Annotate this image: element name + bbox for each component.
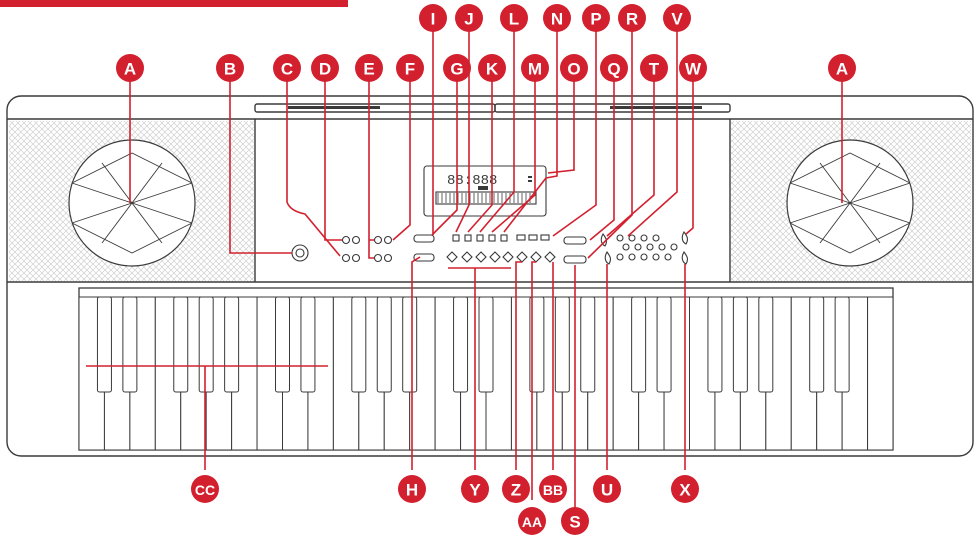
black-key: [351, 296, 367, 393]
black-key: [122, 296, 138, 393]
callout-bb: BB: [539, 475, 567, 503]
black-key: [809, 296, 825, 393]
svg-text:U: U: [601, 481, 613, 500]
svg-text:F: F: [405, 60, 415, 79]
callout-w: W: [679, 54, 707, 82]
callout-badges: A B C D E F G I J K L M N O P Q R T V W A CC H Y Z BB U X AA S: [116, 4, 856, 535]
svg-text:CC: CC: [195, 482, 215, 498]
callout-x: X: [671, 475, 699, 503]
svg-text:W: W: [685, 60, 702, 79]
svg-text:A: A: [836, 60, 848, 79]
svg-text:L: L: [509, 10, 519, 29]
callout-i: I: [419, 4, 447, 32]
svg-text:N: N: [551, 10, 563, 29]
callout-g: G: [443, 54, 471, 82]
piano-keys: [78, 287, 894, 451]
black-key: [224, 296, 240, 393]
leader-lines: [86, 28, 843, 510]
black-key: [453, 296, 469, 393]
callout-p: P: [582, 4, 610, 32]
svg-text:A: A: [124, 60, 136, 79]
svg-text:Z: Z: [511, 481, 521, 500]
svg-text:E: E: [363, 60, 374, 79]
black-key: [96, 296, 112, 393]
callout-o: O: [560, 54, 588, 82]
black-key: [529, 296, 545, 393]
black-key: [402, 296, 418, 393]
black-key: [732, 296, 748, 393]
svg-text:V: V: [671, 10, 683, 29]
black-key: [631, 296, 647, 393]
callout-b: B: [216, 54, 244, 82]
callout-speaker-right: A: [828, 54, 856, 82]
black-key: [478, 296, 494, 393]
svg-text:R: R: [626, 10, 638, 29]
black-key: [300, 296, 316, 393]
white-key: [867, 296, 894, 451]
svg-text:J: J: [464, 10, 473, 29]
callout-cc: CC: [191, 475, 219, 503]
svg-text:I: I: [431, 10, 436, 29]
svg-text:G: G: [450, 60, 463, 79]
svg-text:BB: BB: [543, 482, 563, 498]
black-key: [173, 296, 189, 393]
speaker-right: [731, 121, 971, 281]
callout-n: N: [543, 4, 571, 32]
lcd-content: 88:888: [437, 173, 532, 203]
svg-text:P: P: [590, 10, 601, 29]
callout-r: R: [618, 4, 646, 32]
svg-text:K: K: [486, 60, 499, 79]
callout-k: K: [478, 54, 506, 82]
svg-text:B: B: [224, 60, 236, 79]
svg-text:H: H: [406, 481, 418, 500]
black-key: [275, 296, 290, 393]
svg-text:88:888: 88:888: [447, 173, 497, 189]
black-key: [580, 296, 596, 393]
control-panel: [291, 165, 689, 265]
callout-s: S: [561, 507, 589, 535]
callout-j: J: [455, 4, 483, 32]
callout-v: V: [663, 4, 691, 32]
black-key: [376, 296, 392, 393]
black-key: [707, 296, 723, 393]
callout-u: U: [593, 475, 621, 503]
callout-c: C: [273, 54, 301, 82]
svg-text:M: M: [528, 60, 542, 79]
callout-t: T: [640, 54, 668, 82]
header-accent-bar: [0, 0, 348, 7]
callout-l: L: [500, 4, 528, 32]
svg-text:S: S: [569, 513, 580, 532]
callout-aa: AA: [518, 507, 546, 535]
callout-e: E: [355, 54, 383, 82]
black-key: [758, 296, 774, 393]
callout-d: D: [311, 54, 339, 82]
svg-text:AA: AA: [522, 514, 542, 530]
callout-h: H: [398, 475, 426, 503]
svg-text:D: D: [319, 60, 331, 79]
callout-f: F: [396, 54, 424, 82]
black-key: [656, 296, 672, 393]
speaker-left: [9, 121, 254, 281]
callout-speaker-left: A: [116, 54, 144, 82]
svg-text:Y: Y: [469, 481, 481, 500]
black-key: [834, 296, 850, 393]
svg-text:O: O: [567, 60, 580, 79]
black-key: [554, 296, 570, 393]
callout-z: Z: [502, 475, 530, 503]
callout-q: Q: [600, 54, 628, 82]
svg-text:Q: Q: [607, 60, 620, 79]
callout-y: Y: [461, 475, 489, 503]
black-key: [198, 296, 214, 393]
callout-m: M: [521, 54, 549, 82]
svg-text:X: X: [679, 481, 691, 500]
svg-text:C: C: [281, 60, 293, 79]
svg-text:T: T: [649, 60, 660, 79]
